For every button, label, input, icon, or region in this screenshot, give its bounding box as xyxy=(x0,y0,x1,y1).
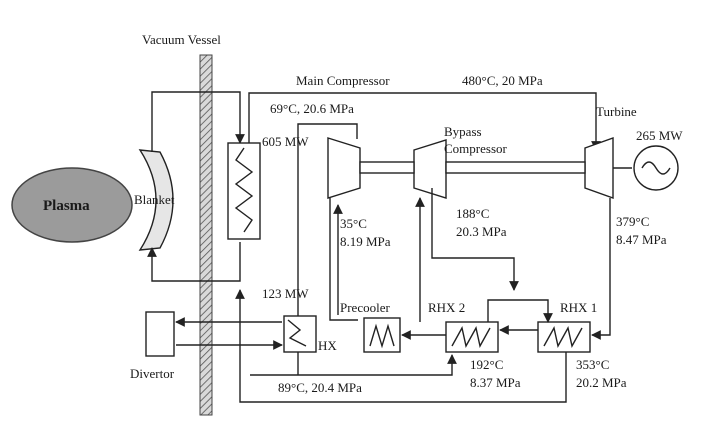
bottom-conditions-label: 89°C, 20.4 MPa xyxy=(278,380,362,395)
turbine-out-temp-label: 379°C xyxy=(616,214,649,229)
precooler-zigzag xyxy=(369,323,395,349)
blanket-shape xyxy=(138,149,174,251)
shaft-1 xyxy=(359,161,415,174)
precooler-out-temp-label: 35°C xyxy=(340,216,367,231)
vacuum-vessel-label: Vacuum Vessel xyxy=(142,32,221,47)
rhx2-out-press-label: 8.37 MPa xyxy=(470,375,521,390)
bypass-out-press-label: 20.3 MPa xyxy=(456,224,507,239)
top-right-conditions-label: 480°C, 20 MPa xyxy=(462,73,543,88)
precooler-label: Precooler xyxy=(340,300,390,315)
bypass-outlet-line xyxy=(431,188,519,291)
generator-power-label: 265 MW xyxy=(636,128,683,143)
hx-power-label: 123 MW xyxy=(262,286,309,301)
main-compressor-label: Main Compressor xyxy=(296,73,390,88)
divertor xyxy=(145,311,175,357)
rhx1-out-press-label: 20.2 MPa xyxy=(576,375,627,390)
main-compressor xyxy=(327,137,361,199)
hx-label: HX xyxy=(318,338,337,353)
divertor-label: Divertor xyxy=(130,366,175,381)
bypass-compressor xyxy=(413,139,447,199)
compressor-feed-line xyxy=(297,123,358,290)
plasma-ellipse xyxy=(11,167,133,243)
rhx1-out-temp-label: 353°C xyxy=(576,357,609,372)
bottom-return-line xyxy=(235,289,567,403)
turbine xyxy=(584,137,614,199)
hot-leg-line xyxy=(248,92,601,151)
vacuum-vessel-wall xyxy=(199,54,213,416)
precooler-out-press-label: 8.19 MPa xyxy=(340,234,391,249)
rhx2-hot-line xyxy=(250,354,457,376)
blanket-loop-bottom xyxy=(147,242,241,282)
rhx2-label: RHX 2 xyxy=(428,300,465,315)
blanket-label: Blanket xyxy=(134,192,175,207)
turbine-label: Turbine xyxy=(596,104,637,119)
plasma-label: Plasma xyxy=(43,198,90,214)
divertor-hx-coil xyxy=(287,319,307,347)
blanket-heat-exchanger xyxy=(227,142,261,240)
main-compressor-suction xyxy=(329,198,358,321)
blanket-loop-top xyxy=(151,91,245,152)
bypass-out-temp-label: 188°C xyxy=(456,206,489,221)
shaft-2 xyxy=(445,161,586,174)
heater-power-label: 605 MW xyxy=(262,134,309,149)
split-bracket xyxy=(487,299,553,323)
rhx1-label: RHX 1 xyxy=(560,300,597,315)
bypass-label: Bypass xyxy=(444,124,482,139)
rhx1 xyxy=(537,321,591,353)
compressor-in-label: 69°C, 20.6 MPa xyxy=(270,101,354,116)
rhx1-coil xyxy=(543,326,583,348)
generator-sine xyxy=(641,161,671,175)
turbine-out-press-label: 8.47 MPa xyxy=(616,232,667,247)
bypass-compressor-label: Compressor xyxy=(444,141,508,156)
rhx2-out-temp-label: 192°C xyxy=(470,357,503,372)
rhx2 xyxy=(445,321,499,353)
blanket-hx-coil xyxy=(234,147,254,233)
rhx2-coil xyxy=(451,326,491,348)
turbine-exhaust-line xyxy=(591,198,611,340)
